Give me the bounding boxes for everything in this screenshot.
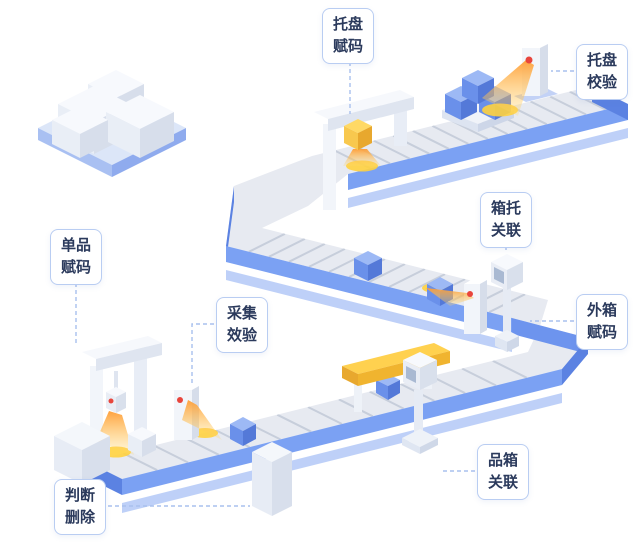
scanner-red-indicator <box>108 398 114 404</box>
callout-item-box-assoc: 品箱 关联 <box>477 444 530 500</box>
kiosk-post <box>414 390 423 442</box>
belt-base-top <box>348 128 628 208</box>
callout-label: 判断 删除 <box>65 487 96 526</box>
callout-label: 品箱 关联 <box>488 452 519 491</box>
scanner-light-cone <box>343 149 381 166</box>
callout-item-coding: 单品 赋码 <box>50 229 103 285</box>
callout-label: 单品 赋码 <box>61 237 92 276</box>
gantry-back-post <box>394 106 407 146</box>
kiosk-post <box>503 288 511 336</box>
pallet-verify-scanner <box>482 44 558 117</box>
scanner-column <box>464 284 480 334</box>
belt-front-corner2b <box>562 338 588 385</box>
belt-front-bottom <box>122 369 562 495</box>
belt-base-middle <box>226 270 512 352</box>
boxes-on-bottom-belt <box>128 417 256 457</box>
box-pallet-kiosk <box>491 254 523 352</box>
gantry-beam <box>314 90 414 119</box>
callout-label: 采集 效验 <box>227 305 258 344</box>
judge-delete-cabinet <box>252 442 292 516</box>
belt-front-corner2a <box>512 318 588 354</box>
scanner-red-indicator <box>177 397 183 403</box>
callout-pallet-verify: 托盘 校验 <box>576 44 629 100</box>
belt-cap-corner1 <box>226 186 234 262</box>
callout-collection-verify: 采集 效验 <box>216 297 269 353</box>
outer-box-scanner <box>422 277 487 334</box>
portal-beam <box>82 336 162 359</box>
pallet-coding-station <box>314 90 414 210</box>
item-box-kiosk <box>402 352 438 454</box>
scanner-light-cone <box>426 288 474 306</box>
scanner-light-cone <box>482 60 534 116</box>
chute-top <box>342 343 450 374</box>
chute-support <box>354 378 362 412</box>
callout-label: 托盘 校验 <box>587 52 618 91</box>
scanner-red-indicator <box>467 291 473 297</box>
belt-end-cabinet <box>54 422 110 484</box>
callout-outer-box-coding: 外箱 赋码 <box>576 294 629 350</box>
conveyor-belt <box>88 86 628 513</box>
pallet-stack-graphic <box>38 70 186 177</box>
collection-scanner <box>174 386 222 440</box>
scanner-light-cone <box>182 400 222 440</box>
callout-label: 箱托 关联 <box>491 200 522 239</box>
gantry-front-post <box>323 124 336 210</box>
box-on-middle-belt <box>354 251 382 281</box>
belt-base-bottom <box>122 393 562 513</box>
portal-back-post <box>134 346 147 448</box>
belt-front-middle <box>226 246 512 334</box>
callout-box-pallet-assoc: 箱托 关联 <box>480 192 533 248</box>
callout-label: 托盘 赋码 <box>333 16 364 55</box>
callout-label: 外箱 赋码 <box>587 302 618 341</box>
callout-pallet-coding: 托盘 赋码 <box>322 8 375 64</box>
belt-surface <box>88 86 628 479</box>
callout-judge-delete: 判断 删除 <box>54 479 107 535</box>
scanner-red-indicator <box>525 56 533 64</box>
connector-collection-verify <box>191 323 214 384</box>
belt-front-top <box>348 104 628 190</box>
